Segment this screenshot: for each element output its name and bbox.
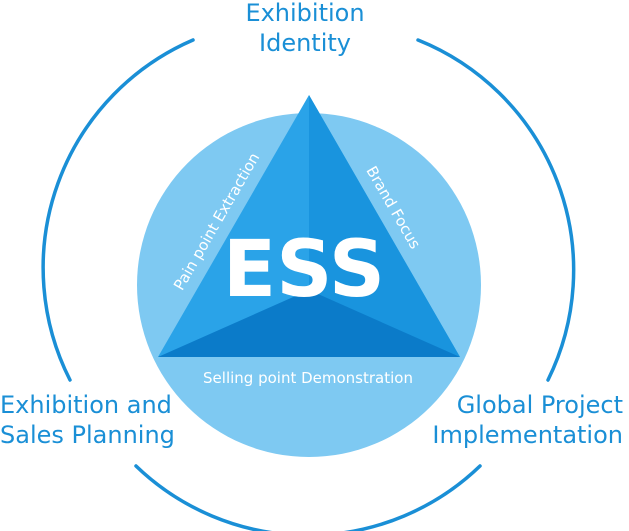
outer-label-top-line2: Identity: [259, 29, 351, 57]
outer-label-top: Exhibition Identity: [150, 0, 460, 58]
outer-ring-arc-bottom: [134, 464, 482, 531]
outer-label-left-line2: Sales Planning: [0, 421, 175, 449]
outer-label-right-line1: Global Project: [456, 391, 623, 419]
outer-label-top-line1: Exhibition: [245, 0, 365, 27]
outer-ring-arc-left: [41, 38, 195, 382]
outer-label-left: Exhibition and Sales Planning: [0, 390, 175, 450]
outer-ring-arc-right: [416, 38, 576, 382]
core-acronym: ESS: [223, 225, 385, 315]
outer-label-right-line2: Implementation: [432, 421, 623, 449]
outer-label-left-line1: Exhibition and: [0, 391, 172, 419]
triangle-face-bottom: [158, 290, 460, 357]
outer-label-right: Global Project Implementation: [432, 390, 623, 450]
triangle-face-right: [309, 95, 460, 357]
trademark-symbol: ™: [366, 241, 378, 255]
triangle-bottom-edge-label: Selling point Demonstration: [203, 369, 413, 387]
